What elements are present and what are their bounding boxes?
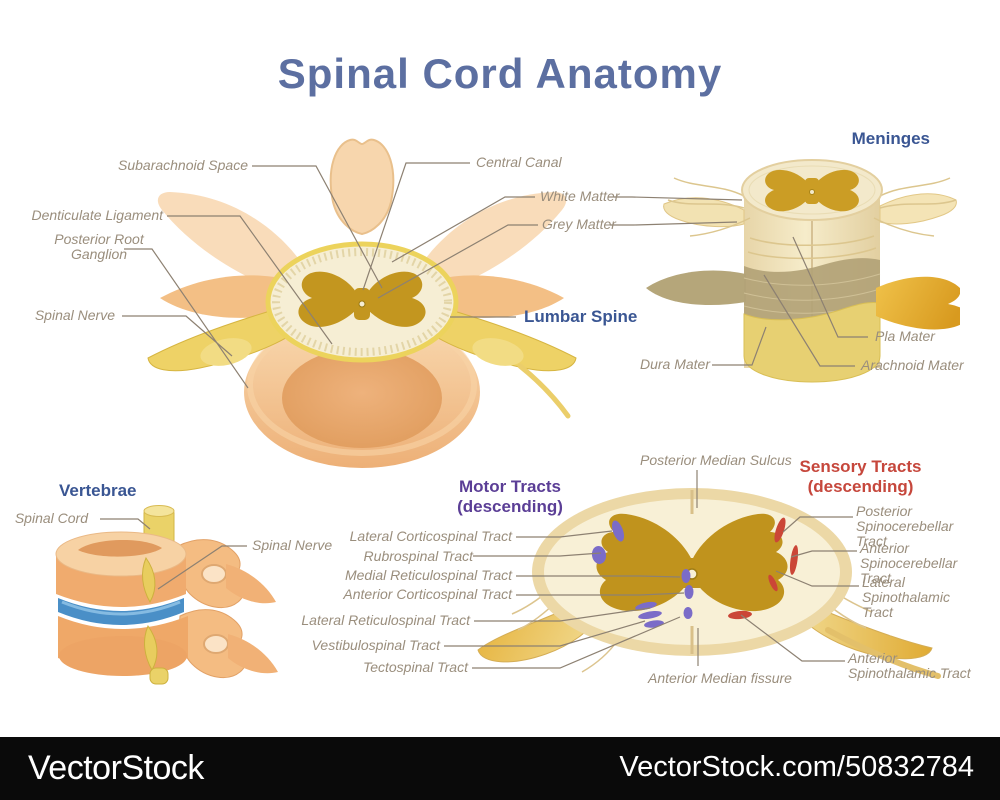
heading-lumbar-spine: Lumbar Spine — [524, 307, 638, 326]
label-white-matter: White Matter — [540, 188, 620, 204]
central-canal-dot — [358, 300, 366, 308]
label-grey-matter: Grey Matter — [542, 216, 616, 232]
label-subarachnoid-space: Subarachnoid Space — [118, 157, 248, 173]
label-lateral-spinothalamic-tract: Lateral Spinothalamic Tract — [862, 574, 950, 620]
label-posterior-root-ganglion: Posterior Root Ganglion — [54, 231, 144, 262]
label-central-canal: Central Canal — [476, 154, 562, 170]
grey-matter-butterfly — [765, 169, 859, 212]
label-pia-mater: Pla Mater — [875, 328, 935, 344]
nerve-root-right-gold — [876, 276, 960, 330]
label-posterior-spinocerebellar-tract: Posterior Spinocerebellar Tract — [856, 503, 954, 549]
intervertebral-disc — [58, 598, 184, 625]
heading-meninges: Meninges — [851, 129, 930, 148]
heading-vertebrae: Vertebrae — [59, 481, 137, 500]
heading-motor-tracts: Motor Tracts (descending) — [420, 477, 600, 517]
label-lateral-reticulospinal-tract: Lateral Reticulospinal Tract — [301, 612, 470, 628]
nerve-root-right-upper — [879, 193, 957, 225]
motor-tracts-subtitle: (descending) — [457, 497, 563, 516]
right-processes — [177, 539, 278, 679]
label-denticulate-ligament: Denticulate Ligament — [31, 207, 163, 223]
label-vestibulospinal-tract: Vestibulospinal Tract — [311, 637, 440, 653]
label-dura-mater: Dura Mater — [639, 356, 710, 372]
label-anterior-spinothalamic-tract: Anterior Spinothalamic Tract — [848, 650, 971, 681]
vertebral-bodies — [55, 531, 188, 676]
spinal-cord-cross-section — [265, 241, 459, 363]
nerve-roots — [142, 556, 169, 685]
watermark-url: VectorStock.com/50832784 — [619, 751, 974, 783]
label-anterior-median-fissure: Anterior Median fissure — [648, 670, 792, 686]
lumbar-spine-illustration — [147, 138, 577, 468]
central-canal-dot — [809, 189, 815, 195]
label-lateral-corticospinal-tract: Lateral Corticospinal Tract — [349, 528, 512, 544]
label-anterior-corticospinal-tract: Anterior Corticospinal Tract — [343, 586, 512, 602]
label-rubrospinal-tract: Rubrospinal Tract — [363, 548, 473, 564]
label-medial-reticulospinal-tract: Medial Reticulospinal Tract — [344, 567, 512, 583]
vertebrae-illustration — [55, 505, 278, 685]
label-arachnoid-mater: Arachnoid Mater — [861, 357, 964, 373]
vectorstock-logo: VectorStock — [28, 749, 204, 787]
sensory-tracts-subtitle: (descending) — [807, 477, 914, 496]
meninges-cylinder — [646, 159, 960, 383]
label-tectospinal-tract: Tectospinal Tract — [362, 659, 468, 675]
heading-sensory-tracts: Sensory Tracts (descending) — [778, 457, 943, 497]
sensory-tracts-title: Sensory Tracts — [799, 457, 922, 476]
label-posterior-median-sulcus: Posterior Median Sulcus — [640, 452, 792, 468]
motor-tracts-title: Motor Tracts — [458, 477, 562, 496]
footer-bar: VectorStock VectorStock.com/50832784 — [0, 737, 1000, 800]
page-title: Spinal Cord Anatomy — [277, 50, 723, 97]
label-spinal-cord: Spinal Cord — [14, 510, 88, 526]
label-anterior-spinocerebellar-tract: Anterior Spinocerebellar Tract — [860, 540, 958, 586]
label-spinal-nerve-lumbar: Spinal Nerve — [34, 307, 115, 323]
nerve-root-left-lower — [646, 270, 746, 306]
label-spinal-nerve-vertebrae: Spinal Nerve — [252, 537, 333, 553]
